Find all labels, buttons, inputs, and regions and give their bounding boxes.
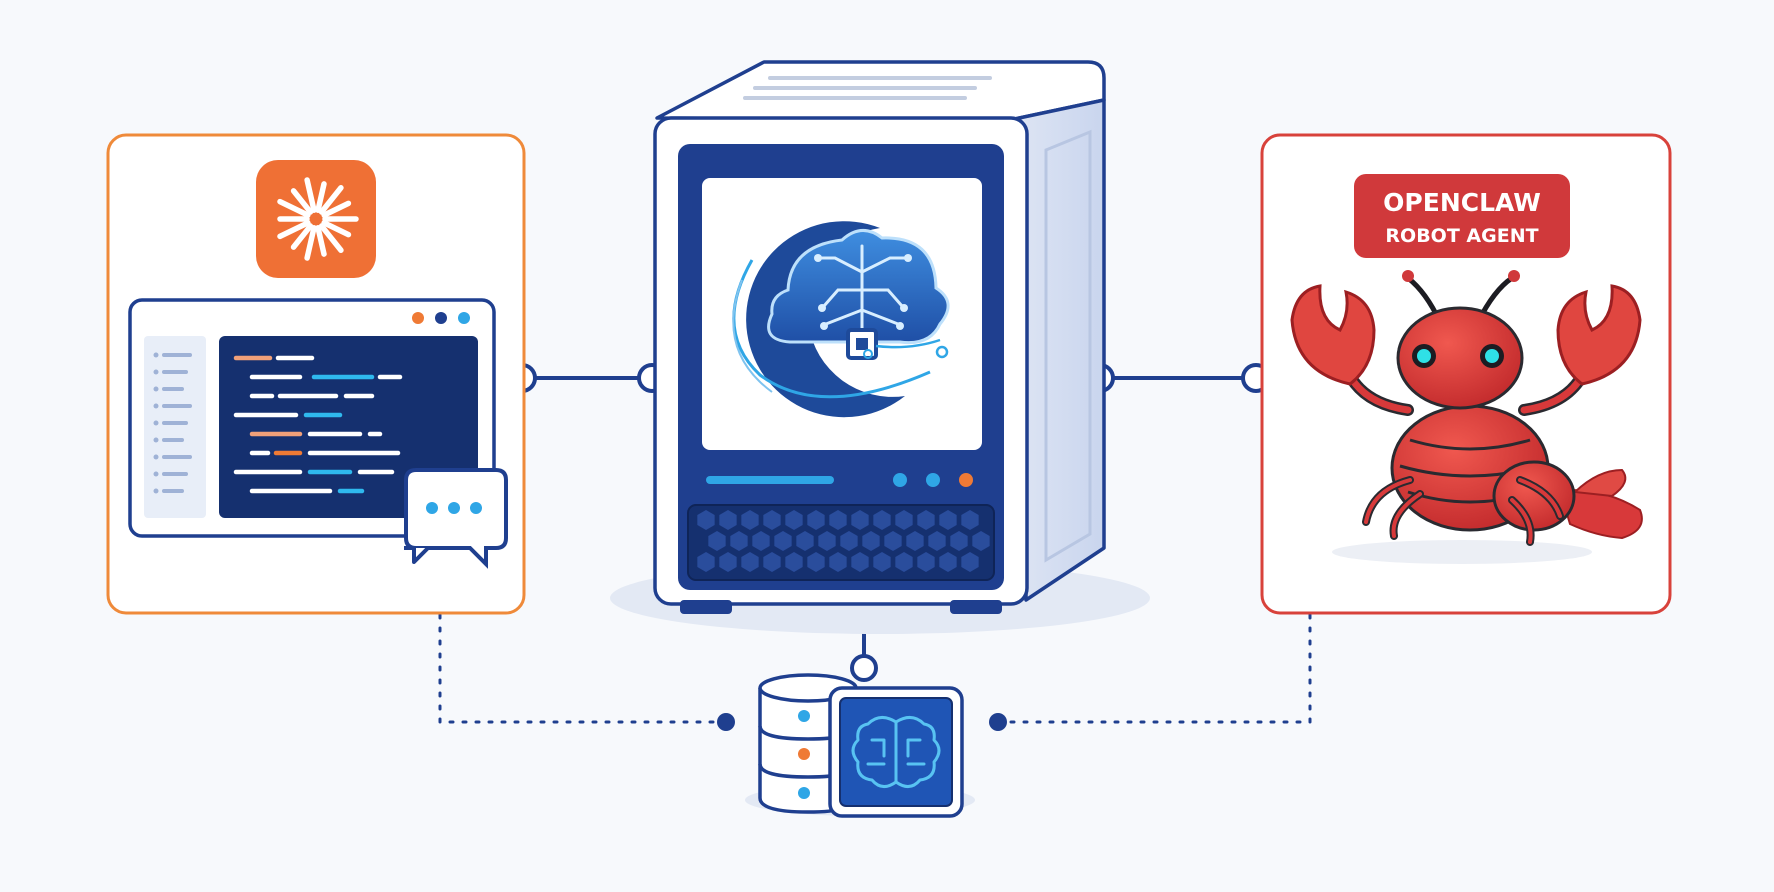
sunburst-icon [256,160,376,278]
openclaw-card: OPENCLAW ROBOT AGENT [1260,133,1672,615]
connector-server-to-right [1085,363,1271,393]
chat-bubble-icon [404,468,508,569]
claude-card [106,133,526,615]
brain-chip-icon [828,686,964,818]
window-controls [412,312,470,324]
editor-sidebar [144,336,206,518]
server-tower [610,60,1150,634]
server-screen [702,178,982,450]
connector-left-to-server [507,363,667,393]
ai-brain-circuit-icon [732,221,950,418]
dotted-link-left [438,613,735,731]
server-status-bar [706,473,973,487]
openclaw-subtitle: ROBOT AGENT [1385,225,1538,247]
server-vent-grille [687,504,995,581]
dotted-link-right [989,613,1312,731]
openclaw-title: OPENCLAW [1383,188,1541,217]
openclaw-badge: OPENCLAW ROBOT AGENT [1354,174,1570,258]
robot-lobster-icon [1290,270,1643,564]
